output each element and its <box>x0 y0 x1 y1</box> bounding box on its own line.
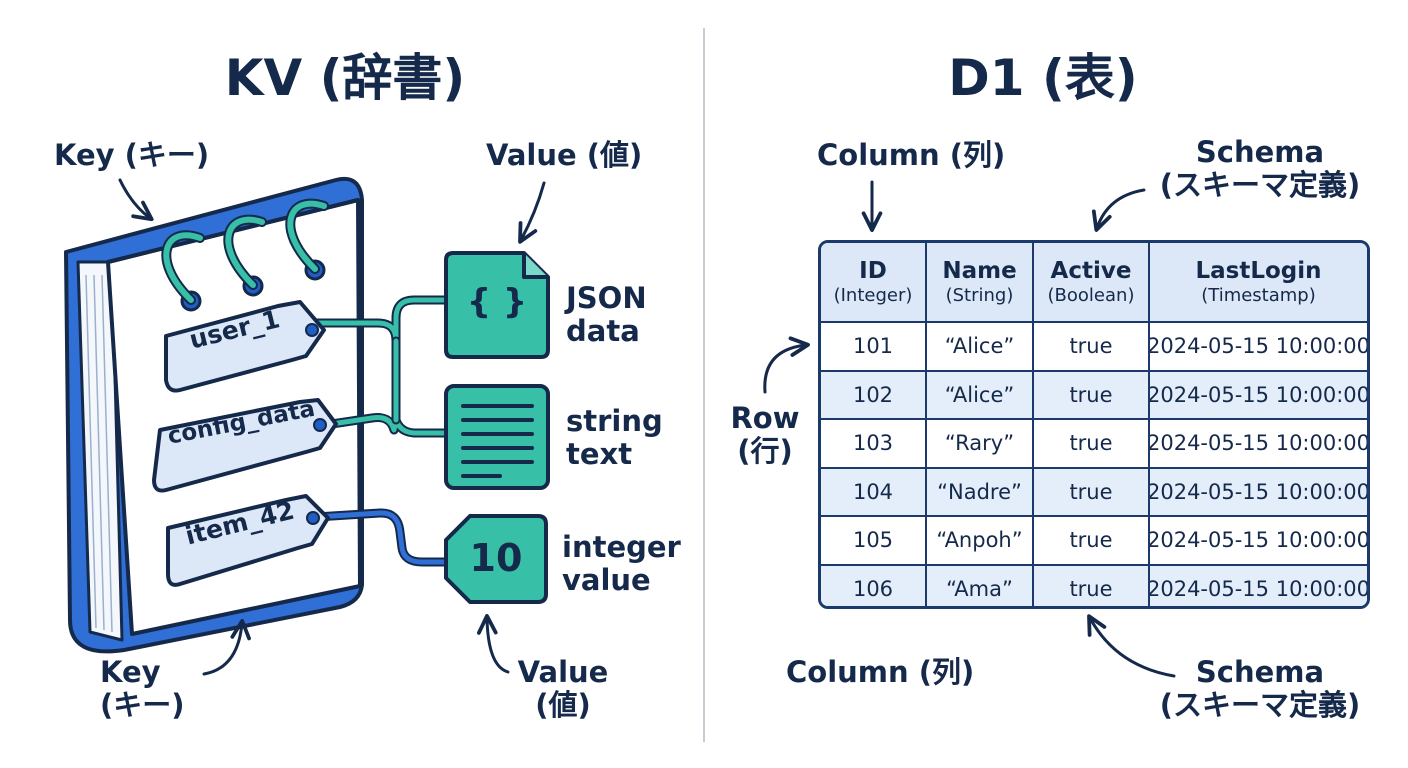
cell-name: “Ama” <box>925 565 1032 606</box>
value-label-bottom: Value (値) <box>517 655 609 722</box>
cell-active: true <box>1032 420 1148 467</box>
value-caption-integer: integer value <box>562 530 681 597</box>
table-row: 105 “Anpoh” true 2024-05-15 10:00:00 <box>821 515 1367 564</box>
cell-active: true <box>1032 371 1148 418</box>
schema-label-top: Schema (スキーマ定義) <box>1159 135 1361 202</box>
header-cell-lastlogin: LastLogin (Timestamp) <box>1148 243 1367 321</box>
integer-glyph: 10 <box>469 536 523 580</box>
binder-rings <box>161 198 329 312</box>
table-row: 106 “Ama” true 2024-05-15 10:00:00 <box>821 563 1367 606</box>
column-label-top: Column (列) <box>817 138 1006 172</box>
cell-name: “Alice” <box>925 323 1032 370</box>
table-row: 101 “Alice” true 2024-05-15 10:00:00 <box>821 321 1367 370</box>
cell-lastlogin: 2024-05-15 10:00:00 <box>1148 371 1367 418</box>
kv-title: KV (辞書) <box>224 49 466 107</box>
cell-id: 102 <box>852 382 894 407</box>
integer-badge-icon <box>444 514 548 604</box>
cell-id: 103 <box>852 431 894 456</box>
value-caption-json: JSON data <box>566 281 647 348</box>
cell-name: “Alice” <box>925 371 1032 418</box>
cell-lastlogin: 2024-05-15 10:00:00 <box>1148 468 1367 515</box>
d1-annotation-arrows <box>763 180 1176 678</box>
text-lines-icon <box>444 384 550 490</box>
table-header-row: ID (Integer) Name (String) Active (Boole… <box>821 243 1367 321</box>
key-label-bottom: Key (キー) <box>100 655 185 722</box>
cell-id: 101 <box>852 334 894 359</box>
cell-lastlogin: 2024-05-15 10:00:00 <box>1148 517 1367 564</box>
d1-title: D1 (表) <box>948 49 1138 107</box>
json-braces-glyph: { } <box>466 282 528 322</box>
table-row: 104 “Nadre” true 2024-05-15 10:00:00 <box>821 466 1367 515</box>
kv-annotation-arrows <box>118 178 546 676</box>
column-label-bottom: Column (列) <box>786 655 975 689</box>
cell-name: “Nadre” <box>925 468 1032 515</box>
d1-table: ID (Integer) Name (String) Active (Boole… <box>818 240 1370 609</box>
key-tag-shapes <box>152 300 338 587</box>
key-label-top: Key (キー) <box>54 138 210 172</box>
header-cell-name: Name (String) <box>925 243 1032 321</box>
cell-name: “Anpoh” <box>925 517 1032 564</box>
cell-active: true <box>1032 323 1148 370</box>
value-label-top: Value (値) <box>486 138 643 172</box>
table-row: 102 “Alice” true 2024-05-15 10:00:00 <box>821 369 1367 418</box>
cell-lastlogin: 2024-05-15 10:00:00 <box>1148 565 1367 606</box>
cell-id: 105 <box>852 528 894 553</box>
cell-name: “Rary” <box>925 420 1032 467</box>
cell-active: true <box>1032 517 1148 564</box>
header-cell-id: ID (Integer) <box>833 257 913 306</box>
cell-id: 106 <box>852 576 894 601</box>
value-caption-string: string text <box>566 404 663 471</box>
json-file-icon <box>444 251 550 359</box>
row-label: Row (行) <box>730 401 800 468</box>
cell-lastlogin: 2024-05-15 10:00:00 <box>1148 420 1367 467</box>
cell-active: true <box>1032 468 1148 515</box>
cell-lastlogin: 2024-05-15 10:00:00 <box>1148 323 1367 370</box>
cell-id: 104 <box>852 479 894 504</box>
header-cell-active: Active (Boolean) <box>1032 243 1148 321</box>
table-row: 103 “Rary” true 2024-05-15 10:00:00 <box>821 418 1367 467</box>
kv-connectors <box>309 295 453 567</box>
cell-active: true <box>1032 565 1148 606</box>
schema-label-bottom: Schema (スキーマ定義) <box>1159 655 1361 722</box>
